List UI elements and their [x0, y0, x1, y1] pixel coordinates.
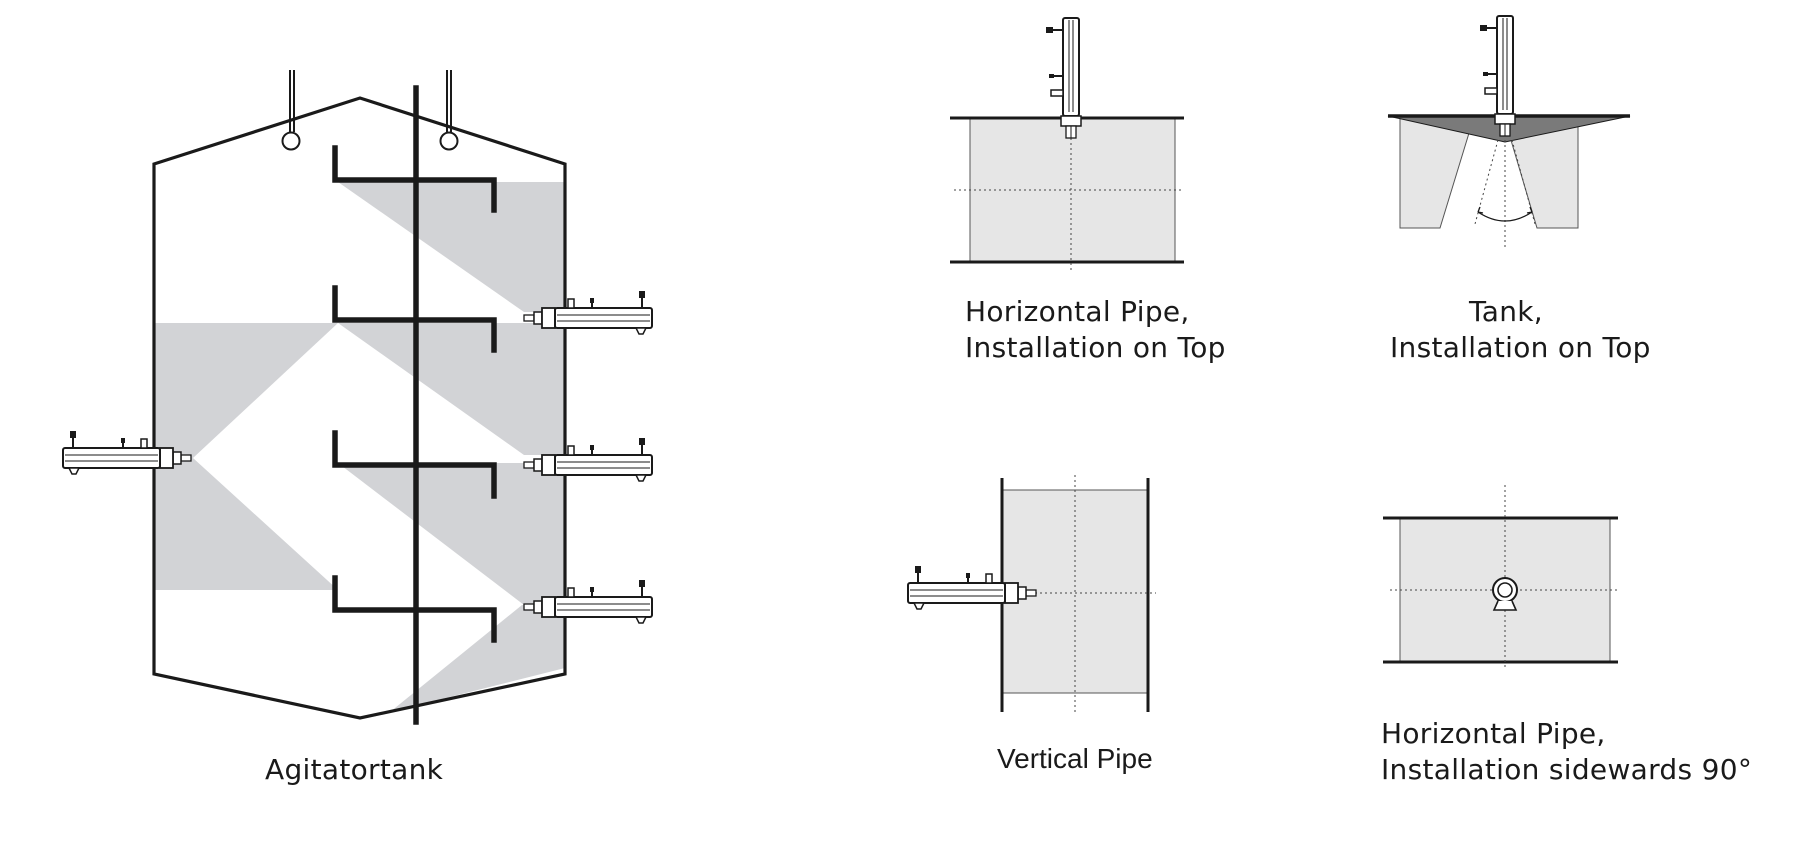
- caption-line-2: Installation sidewards 90°: [1381, 753, 1753, 786]
- caption-line-2: Installation on Top: [965, 331, 1226, 364]
- caption-line-1: Tank,: [1469, 295, 1543, 328]
- tank-suspension-eyes: [281, 70, 459, 151]
- beam-angle-arc: [1477, 211, 1533, 222]
- tank-top-diagram: [1387, 15, 1631, 248]
- probe-end-view-icon: [1492, 577, 1518, 611]
- agitator-sensor-beams: [154, 182, 565, 712]
- agitator-shaft: [332, 85, 497, 725]
- caption-vertical-pipe: Vertical Pipe: [997, 743, 1153, 774]
- caption-tank-top: Tank, Installation on Top: [1390, 294, 1651, 366]
- caption-horizontal-pipe-top: Horizontal Pipe, Installation on Top: [965, 294, 1226, 366]
- tank-shell: [152, 96, 567, 720]
- caption-line-2: Installation on Top: [1390, 331, 1651, 364]
- caption-line-1: Horizontal Pipe,: [965, 295, 1190, 328]
- horizontal-pipe-top-diagram: [950, 17, 1184, 270]
- caption-line-1: Horizontal Pipe,: [1381, 717, 1606, 750]
- agitator-tank-diagram: [62, 70, 653, 725]
- caption-horizontal-pipe-side: Horizontal Pipe, Installation sidewards …: [1381, 716, 1752, 788]
- caption-agitator-tank: Agitatortank: [265, 753, 444, 786]
- horizontal-pipe-side-diagram: [1383, 485, 1618, 670]
- vertical-pipe-diagram: [907, 475, 1156, 712]
